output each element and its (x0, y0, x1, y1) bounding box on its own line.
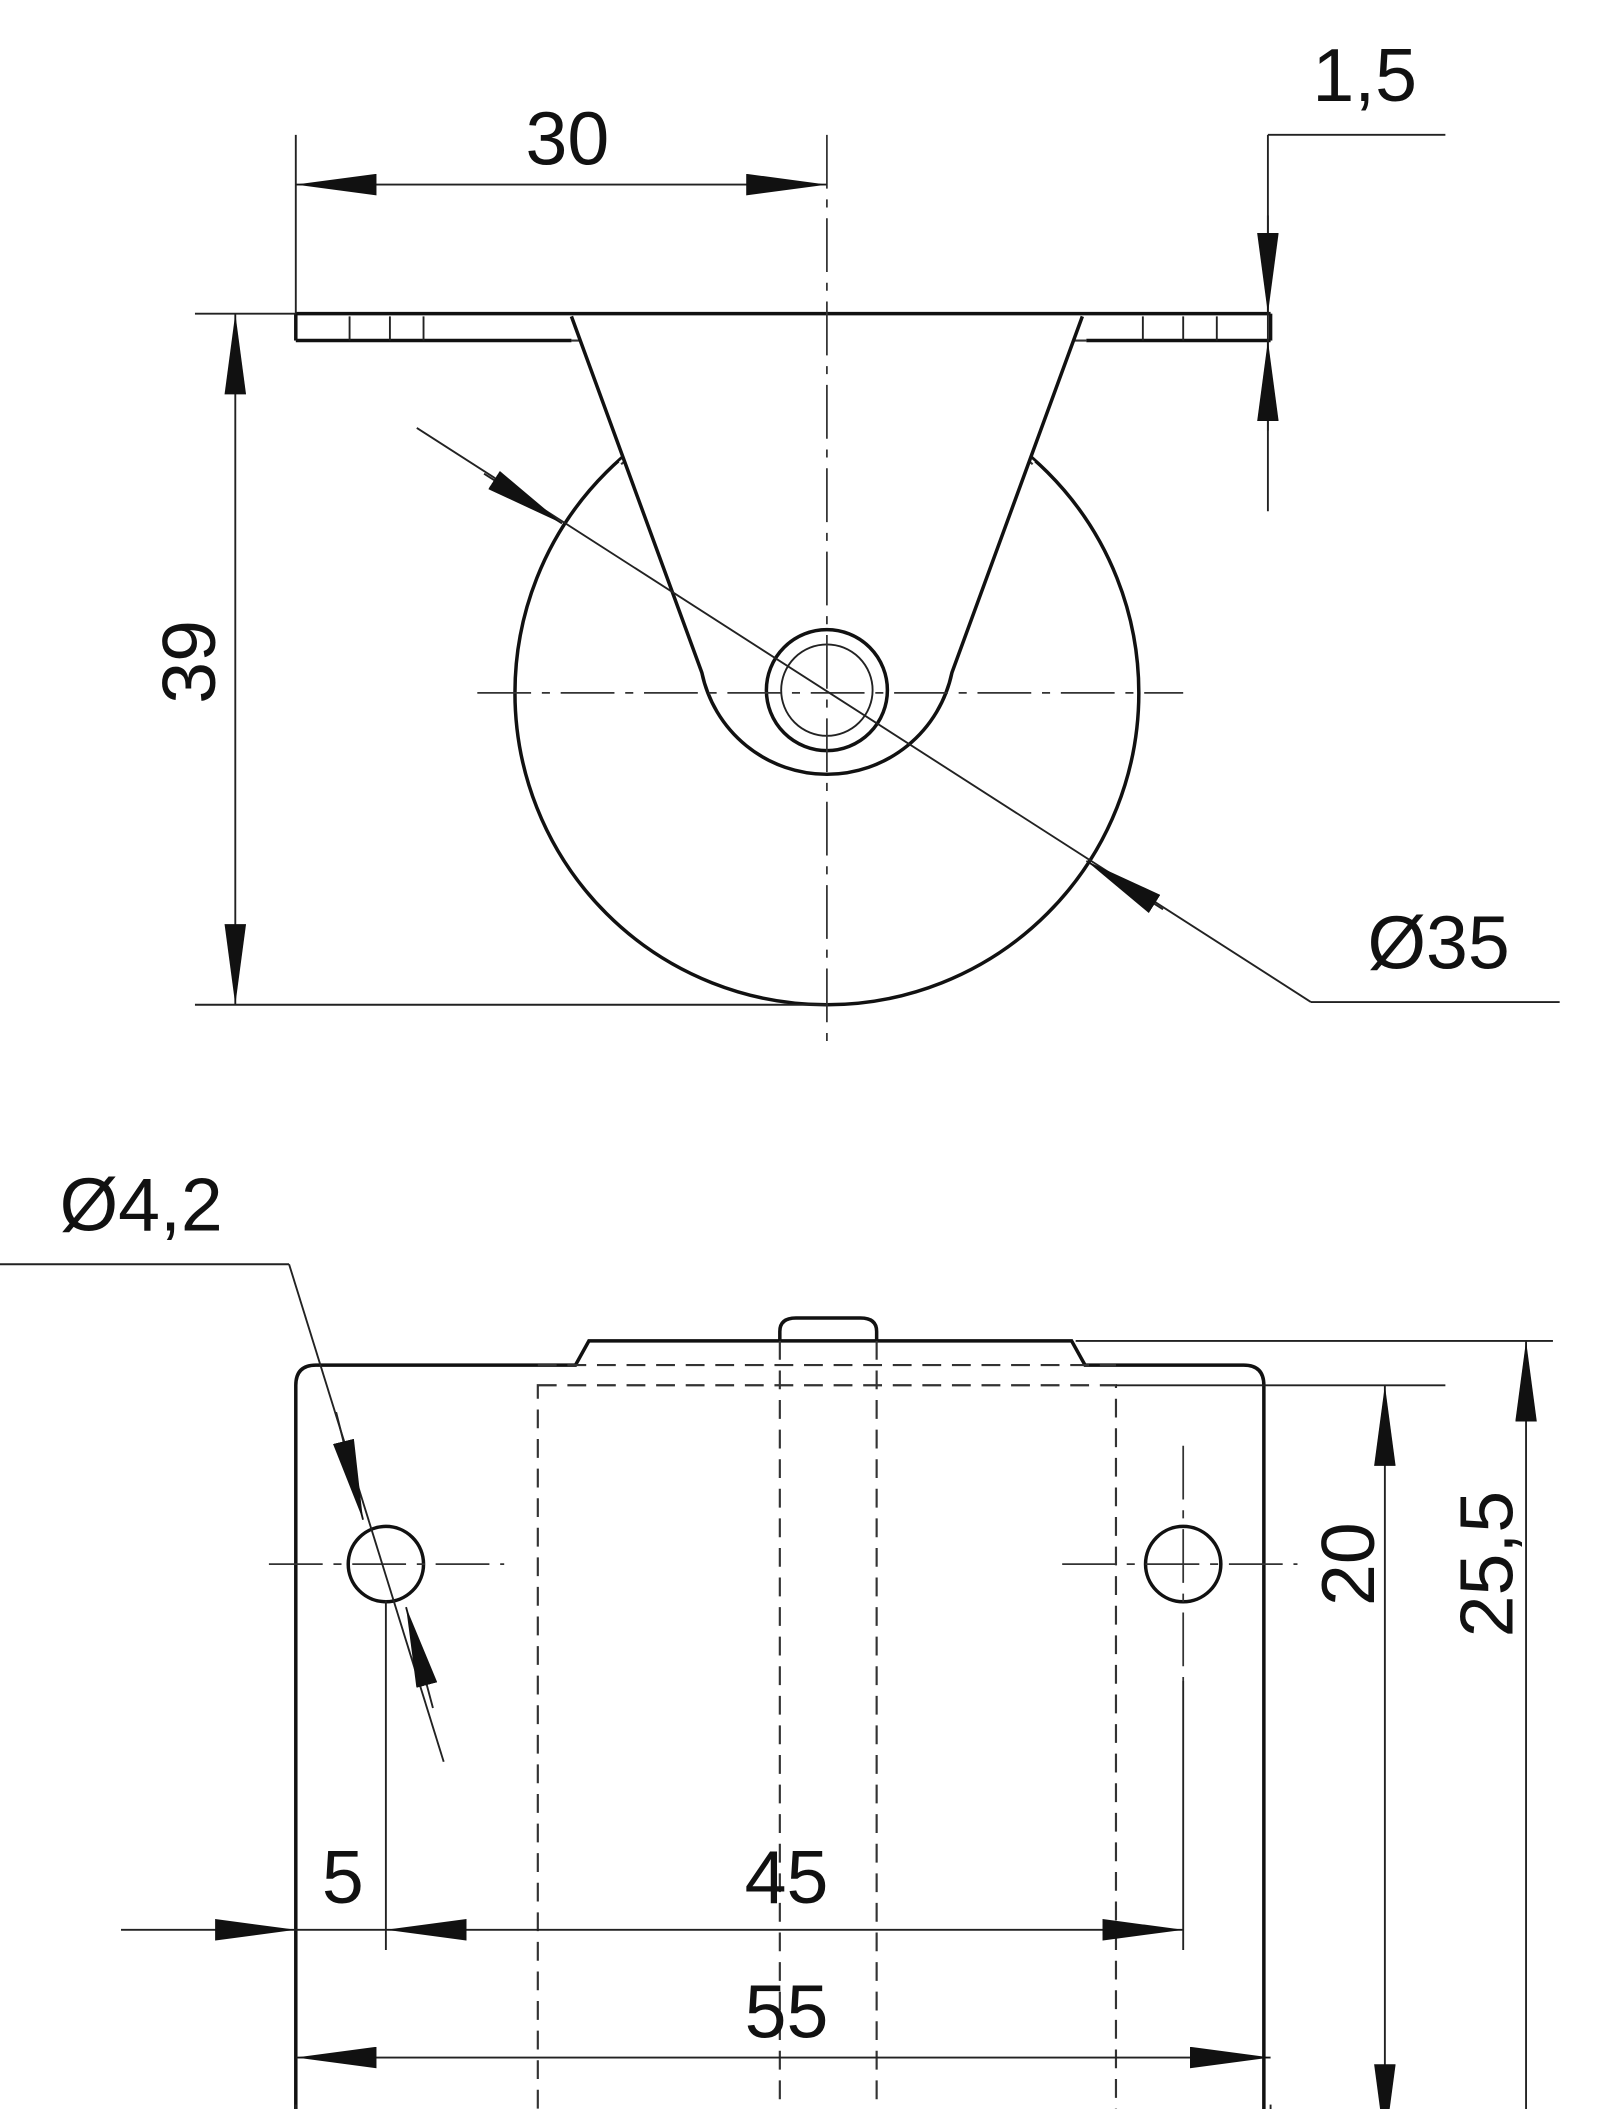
top-view: Ø4,2 20 25,5 5 45 55 (0, 1163, 1553, 2109)
dim-5-label: 5 (322, 1835, 364, 1919)
dim-55-label: 55 (745, 1969, 829, 2053)
center-tab (778, 1316, 879, 1341)
dim-20-label: 20 (1306, 1522, 1390, 1606)
dim-1-5-label: 1,5 (1312, 33, 1417, 117)
dim-30-label: 30 (526, 96, 610, 180)
dim-39-label: 39 (147, 620, 231, 704)
dim-25-5-label: 25,5 (1445, 1491, 1529, 1638)
side-view: 30 1,5 39 Ø35 (147, 33, 1560, 1050)
plate-outline (294, 1339, 1266, 2109)
dim-35-label: Ø35 (1368, 900, 1510, 984)
fork-bracket (569, 315, 1084, 777)
dim-4-2-label: Ø4,2 (60, 1163, 223, 1247)
dim-45-label: 45 (745, 1835, 829, 1919)
